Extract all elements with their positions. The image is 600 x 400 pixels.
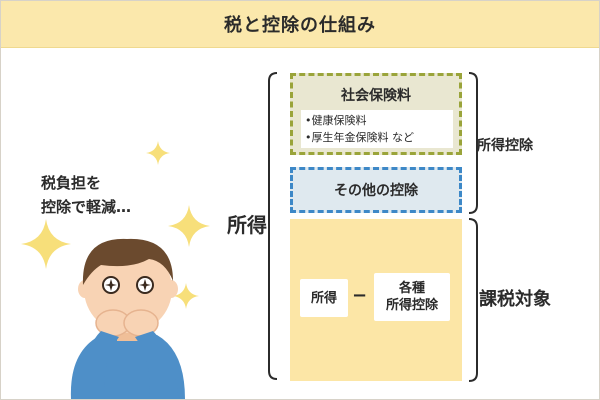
title-bar: 税と控除の仕組み	[1, 1, 599, 48]
social-insurance-box: 社会保険料 •健康保険料 •厚生年金保険料 など	[290, 73, 462, 155]
taxable-bracket	[468, 218, 478, 382]
diagram-title: 税と控除の仕組み	[224, 15, 376, 36]
formula-deduction-box: 各種 所得控除	[374, 273, 450, 321]
speech-text: 税負担を 控除で軽減…	[41, 171, 131, 219]
income-bracket	[268, 72, 278, 380]
formula-income-text: 所得	[310, 290, 337, 306]
social-insurance-items: •健康保険料 •厚生年金保険料 など	[301, 110, 453, 148]
income-deduction-label: 所得控除	[477, 138, 533, 154]
social-insurance-title: 社会保険料	[341, 88, 411, 104]
sparkle-icon	[21, 219, 71, 269]
sparkle-icon	[173, 283, 199, 309]
other-deduction-box: その他の控除	[290, 167, 462, 213]
formula-deduction-line-1: 各種	[398, 281, 425, 296]
income-label: 所得	[227, 213, 267, 237]
speech-line-1: 税負担を	[41, 174, 102, 192]
taxable-label: 課税対象	[479, 289, 551, 310]
social-insurance-item: •健康保険料	[305, 114, 367, 127]
formula-deduction-line-2: 所得控除	[385, 298, 438, 313]
deduction-bracket	[468, 72, 478, 214]
person-illustration	[70, 238, 185, 399]
sparkle-icon	[168, 205, 210, 247]
formula-minus: −	[352, 285, 368, 306]
taxable-income-box: 所得 − 各種 所得控除	[290, 219, 462, 381]
sparkle-icon	[146, 141, 170, 165]
speech-line-2: 控除で軽減…	[41, 198, 132, 216]
formula-income-box: 所得	[300, 279, 348, 317]
social-insurance-item: •厚生年金保険料 など	[305, 131, 414, 144]
